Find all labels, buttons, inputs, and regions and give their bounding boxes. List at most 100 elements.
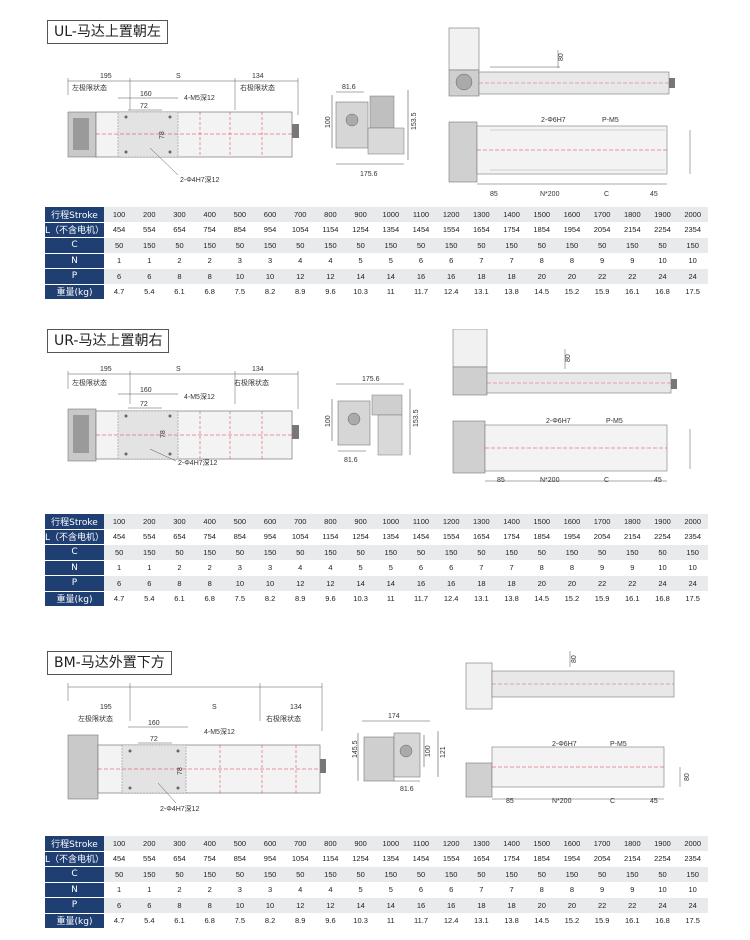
table-cell: 6 [104, 268, 135, 284]
table-cell: 954 [254, 529, 286, 545]
table-cell: 13.1 [466, 591, 497, 607]
top-view-drawing: 195 S 134 左极限状态 右极限状态 160 72 4-M5深12 78 [67, 73, 299, 184]
table-cell: 17.5 [677, 284, 708, 300]
table-cell: 150 [496, 237, 527, 253]
table-cell: 1200 [436, 207, 467, 222]
table-cell: 2354 [677, 529, 708, 545]
table-cell: 20 [526, 268, 557, 284]
table-cell: 14.5 [526, 284, 557, 300]
table-cell: 1254 [345, 222, 376, 238]
right-pm5: P-M5 [610, 741, 627, 748]
table-cell: 50 [647, 544, 678, 560]
right-view-drawing: 80 2-Φ6H7 P-M5 85 N*200 C 45 80 [465, 651, 691, 805]
end-h100: 100 [425, 745, 432, 757]
table-cell: 6.1 [164, 913, 195, 929]
table-cell: 2154 [617, 851, 648, 867]
ul-drawings: 195 S 134 左极限状态 右极限状态 160 72 4-M5深12 78 [67, 27, 691, 198]
table-cell: 300 [164, 836, 195, 851]
table-cell: 1554 [436, 222, 467, 238]
table-cell: 12.4 [436, 913, 467, 929]
table-cell: 12 [285, 575, 316, 591]
table-cell: 400 [194, 836, 225, 851]
table-cell: 1154 [315, 222, 346, 238]
table-cell: 10 [254, 575, 286, 591]
end-width: 81.6 [342, 84, 356, 91]
table-cell: 1854 [526, 222, 557, 238]
ur-drawings: 195 S 134 左极限状态 右极限状态 160 72 4-M5深12 78 … [67, 329, 691, 484]
table-cell: 16.8 [647, 284, 678, 300]
table-cell: 200 [134, 836, 165, 851]
end-width: 174 [388, 713, 400, 720]
table-cell: 50 [285, 866, 316, 882]
table-cell: 10 [647, 253, 678, 269]
dim-s: S [176, 73, 181, 80]
table-cell: 11.7 [405, 913, 437, 929]
row-label: N [45, 882, 105, 898]
table-cell: 2254 [647, 851, 678, 867]
table-cell: 3 [254, 253, 286, 269]
row-label: L（不含电机） [45, 222, 105, 238]
right-85: 85 [506, 798, 514, 805]
section-title: BM-马达外置下方 [47, 651, 172, 675]
dim-160: 160 [140, 91, 152, 98]
table-cell: 8 [194, 897, 225, 913]
table-cell: 1400 [496, 836, 527, 851]
table-cell: 8.9 [285, 284, 316, 300]
table-cell: 1200 [436, 514, 467, 529]
table-cell: 854 [224, 851, 255, 867]
table-cell: 18 [466, 897, 497, 913]
row-label: 重量(kg) [45, 284, 105, 300]
table-cell: 12 [285, 268, 316, 284]
right-pm5: P-M5 [602, 117, 619, 124]
table-cell: 16.8 [647, 913, 678, 929]
right-view-drawing: 80 2-Φ6H7 P-M5 85 N*200 C 45 [452, 329, 691, 484]
row-label: C [45, 544, 105, 561]
table-cell: 50 [164, 866, 195, 882]
table-cell: 6.8 [194, 913, 225, 929]
left-state: 左极限状态 [72, 83, 107, 92]
table-cell: 1300 [466, 514, 497, 529]
table-cell: 654 [164, 222, 195, 238]
row-label: N [45, 253, 105, 269]
table-cell: 22 [617, 268, 648, 284]
table-cell: 6 [436, 882, 467, 898]
table-cell: 12 [285, 897, 316, 913]
table-cell: 8 [556, 560, 588, 576]
table-cell: 4 [285, 882, 316, 898]
table-cell: 854 [224, 222, 255, 238]
table-cell: 50 [647, 237, 678, 253]
table-cell: 1854 [526, 851, 557, 867]
dim-78: 78 [160, 430, 167, 438]
table-cell: 5 [375, 560, 406, 576]
table-cell: 17.5 [677, 591, 708, 607]
table-cell: 100 [104, 836, 135, 851]
table-cell: 10.3 [345, 591, 376, 607]
table-cell: 150 [436, 237, 467, 253]
table-cell: 150 [496, 866, 527, 882]
table-cell: 1254 [345, 851, 376, 867]
table-cell: 150 [617, 866, 648, 882]
table-cell: 6 [104, 575, 135, 591]
table-cell: 1900 [647, 836, 678, 851]
table-cell: 15.2 [556, 591, 588, 607]
end-view-drawing: 174 145.5 100 121 81.6 [352, 713, 447, 793]
end-h153: 153.5 [411, 112, 418, 130]
right-c: C [610, 798, 615, 805]
table-cell: 24 [677, 575, 708, 591]
table-cell: 1 [134, 882, 165, 898]
dim-160: 160 [148, 720, 160, 727]
table-cell: 600 [254, 514, 286, 529]
table-cell: 15.2 [556, 284, 588, 300]
table-cell: 8 [556, 882, 588, 898]
table-cell: 6 [436, 253, 467, 269]
table-cell: 50 [164, 544, 195, 560]
table-cell: 654 [164, 529, 195, 545]
row-label: L（不含电机） [45, 851, 105, 867]
table-cell: 2154 [617, 222, 648, 238]
table-cell: 1500 [526, 207, 557, 222]
table-cell: 4 [315, 882, 346, 898]
